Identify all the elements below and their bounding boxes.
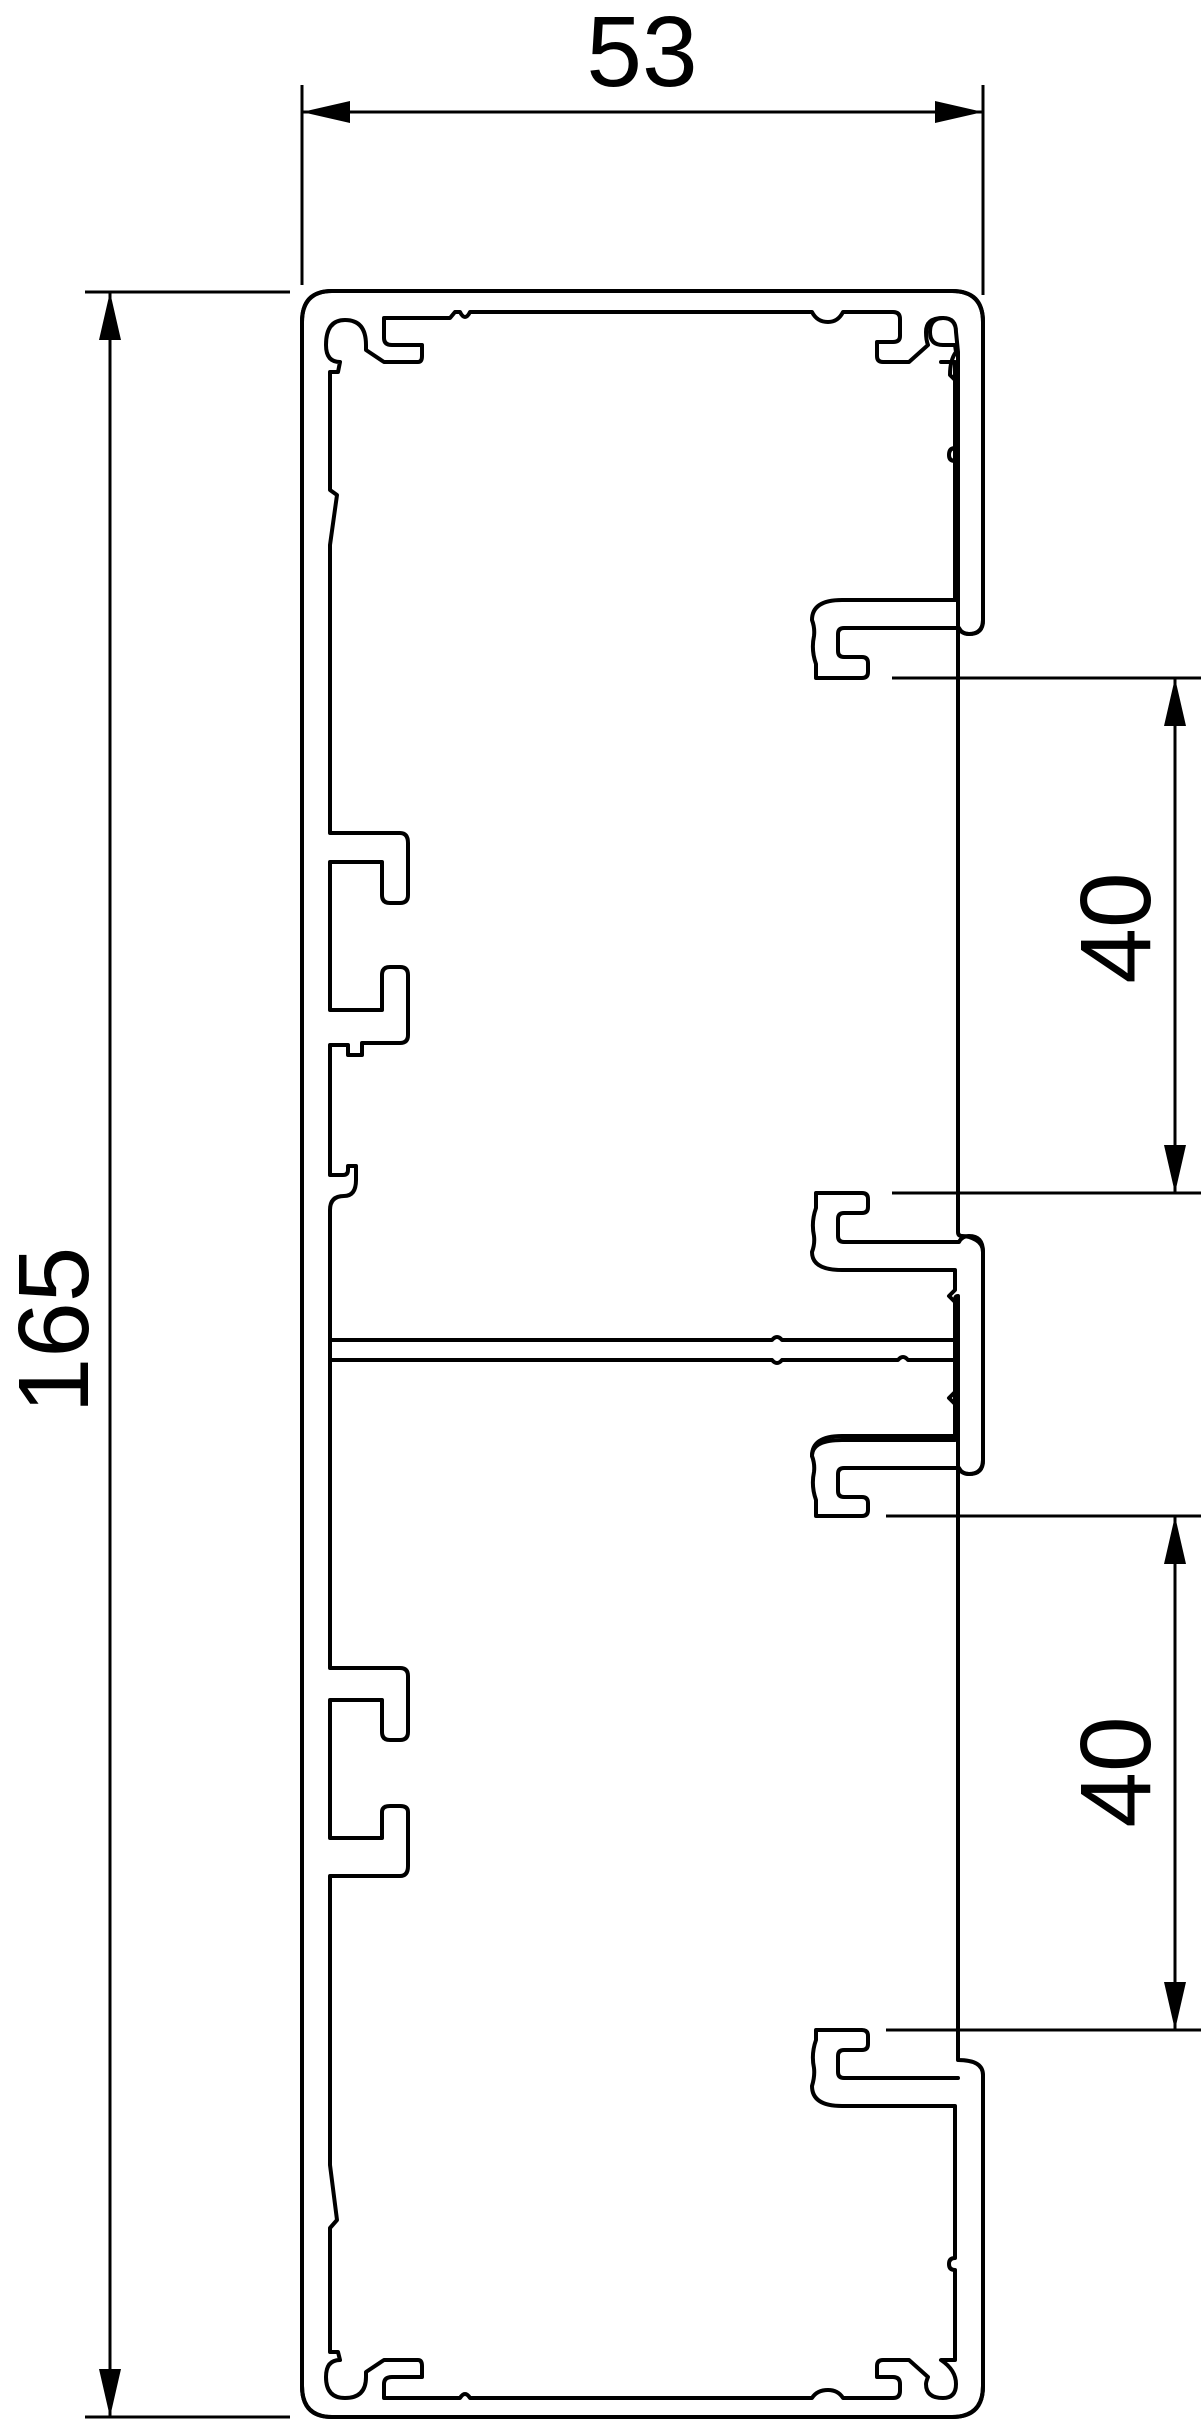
duct-profile <box>300 289 985 2419</box>
height-label: 165 <box>0 1247 110 1414</box>
width-dimension: 53 <box>300 0 985 295</box>
height-dimension: 165 <box>0 290 290 2419</box>
width-arrow-left <box>302 101 350 123</box>
upper-gap-dimension: 40 <box>892 676 1201 1195</box>
lower-chamber-inner <box>324 1358 960 2400</box>
lower-gap-dimension: 40 <box>886 1514 1201 2032</box>
upper-gap-arrow-bottom <box>1164 1145 1186 1193</box>
outer-wall <box>300 289 985 2419</box>
width-arrow-right <box>935 101 983 123</box>
upper-chamber-inner <box>324 310 957 1342</box>
lower-gap-arrow-bottom <box>1164 1982 1186 2030</box>
upper-gap-arrow-top <box>1164 678 1186 726</box>
right-middle-wall <box>328 1191 985 1458</box>
lower-gap-label: 40 <box>1060 1716 1172 1827</box>
height-arrow-top <box>99 292 121 340</box>
width-label: 53 <box>586 0 697 108</box>
height-arrow-bottom <box>99 2369 121 2417</box>
upper-gap-label: 40 <box>1060 872 1172 983</box>
outer-contour <box>300 289 985 2419</box>
lower-gap-arrow-top <box>1164 1516 1186 1564</box>
